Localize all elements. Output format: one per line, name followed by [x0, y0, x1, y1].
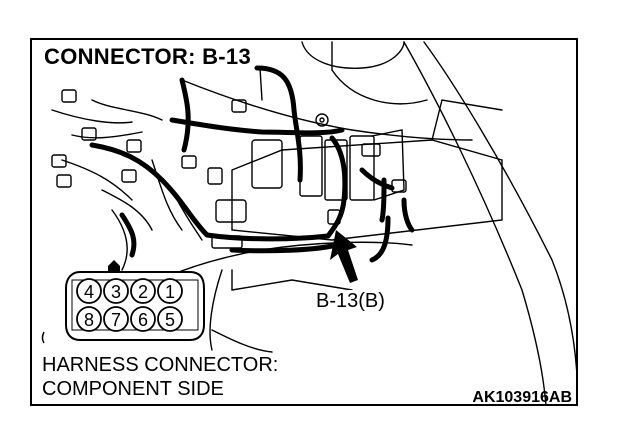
caption-line-1: HARNESS CONNECTOR: [42, 354, 279, 376]
pin-label: 7 [111, 310, 121, 330]
pin-label: 8 [84, 310, 94, 330]
pin-label: 5 [165, 310, 175, 330]
pin-label: 6 [138, 310, 148, 330]
pin-label: 4 [84, 282, 94, 302]
connector-callout-label: B-13(B) [314, 290, 387, 312]
diagram-frame: 4 3 2 1 8 7 6 5 CONNECTOR: B-13 B-13(B) … [30, 38, 578, 406]
pin-label: 3 [111, 282, 121, 302]
connector-face-graphic: 4 3 2 1 8 7 6 5 [41, 260, 205, 344]
engine-bay-illustration: 4 3 2 1 8 7 6 5 [41, 41, 576, 404]
image-code: AK103916AB [472, 389, 572, 406]
pin-label: 2 [138, 282, 148, 302]
caption-line-2: COMPONENT SIDE [42, 378, 224, 400]
pointer-arrow [330, 230, 358, 283]
connector-title: CONNECTOR: B-13 [42, 44, 254, 69]
pin-label: 1 [165, 282, 175, 302]
